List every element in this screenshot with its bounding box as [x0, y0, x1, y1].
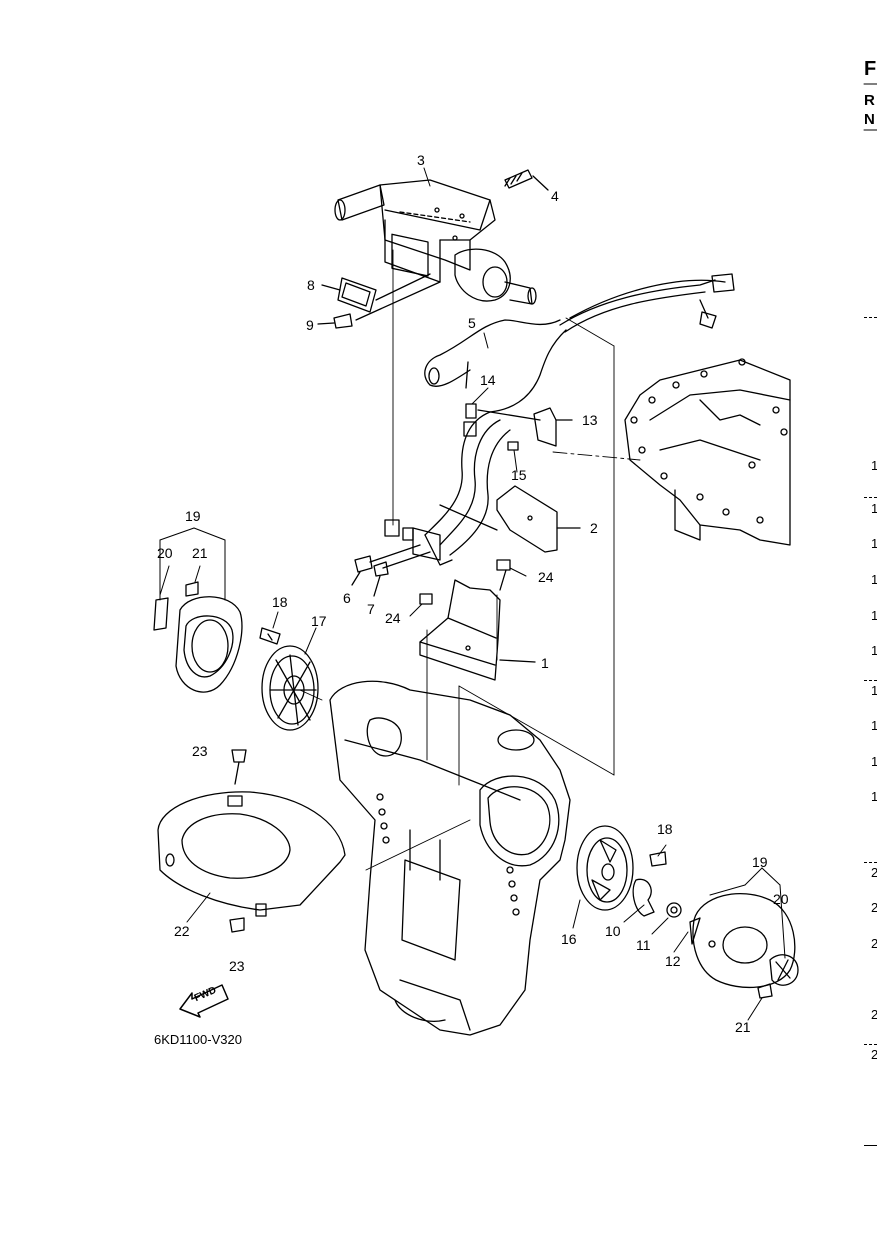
edge-divider	[864, 1044, 877, 1045]
edge-divider	[864, 497, 877, 498]
edge-divider	[864, 680, 877, 681]
callout-9: 9	[306, 317, 314, 333]
cover-19-left	[153, 596, 243, 693]
callout-23-top: 23	[192, 743, 208, 759]
edge-number: 1	[871, 718, 877, 733]
callout-17: 17	[311, 613, 327, 629]
edge-number: 1	[871, 501, 877, 516]
wire-harness	[424, 273, 735, 566]
bolt-7	[373, 561, 389, 597]
callout-20-right: 20	[773, 891, 789, 907]
bolt-24	[419, 559, 511, 605]
bolt-6	[351, 555, 373, 586]
edge-number: 1	[871, 608, 877, 623]
callout-5: 5	[468, 315, 476, 331]
callout-8: 8	[307, 277, 315, 293]
callout-12: 12	[665, 953, 681, 969]
nut-11	[666, 902, 682, 918]
screw-23-bottom	[229, 917, 245, 933]
callout-20-left: 20	[157, 545, 173, 561]
callout-4: 4	[551, 188, 559, 204]
edge-number: 2	[871, 900, 877, 915]
fwd-arrow: FWD	[178, 982, 230, 1023]
callout-21-left: 21	[192, 545, 208, 561]
callout-2: 2	[590, 520, 598, 536]
main-housing	[329, 680, 571, 1036]
bolt-9	[317, 313, 353, 329]
screw-23-top	[231, 749, 247, 785]
plate-16	[576, 825, 634, 911]
callout-23-bottom: 23	[229, 958, 245, 974]
edge-rule	[864, 1145, 877, 1146]
cover-22	[157, 791, 346, 917]
bracket-13	[533, 407, 573, 447]
key-12	[689, 917, 701, 945]
callout-19-left: 19	[185, 508, 201, 524]
screw-18-right	[649, 851, 667, 867]
callout-11: 11	[636, 937, 651, 953]
diagram-code: 6KD1100-V320	[154, 1032, 242, 1047]
edge-number: 1	[871, 683, 877, 698]
callout-24-right: 24	[538, 569, 554, 585]
callout-3: 3	[417, 152, 425, 168]
plate-17	[261, 645, 319, 731]
screw-21-left	[185, 581, 199, 597]
callout-6: 6	[343, 590, 351, 606]
callout-10: 10	[605, 923, 621, 939]
relay-block	[369, 519, 441, 569]
edge-number: 2	[871, 936, 877, 951]
edge-number: 1	[871, 458, 877, 473]
plate-2	[439, 485, 581, 553]
edge-number: 1	[871, 754, 877, 769]
screw-21-right	[757, 983, 773, 999]
gasket-8	[321, 273, 441, 321]
leader-lines	[159, 167, 786, 1021]
edge-number: 1	[871, 789, 877, 804]
callout-1: 1	[541, 655, 549, 671]
cover-19-right	[692, 892, 799, 989]
bracket-1	[419, 569, 536, 681]
callout-22: 22	[174, 923, 190, 939]
engine-block	[624, 358, 791, 546]
callout-15: 15	[511, 467, 527, 483]
callout-18-right: 18	[657, 821, 673, 837]
callout-19-right: 19	[752, 854, 768, 870]
callout-13: 13	[582, 412, 598, 428]
edge-number: 1	[871, 572, 877, 587]
callout-7: 7	[367, 601, 375, 617]
callout-16: 16	[561, 931, 577, 947]
callout-24-left: 24	[385, 610, 401, 626]
callout-21-right: 21	[735, 1019, 751, 1035]
washer-10	[632, 878, 655, 917]
page-edge-rules	[863, 83, 877, 131]
reference-lines	[299, 249, 641, 871]
edge-number: 2	[871, 1007, 877, 1022]
edge-divider	[864, 317, 877, 318]
bolt-4	[504, 169, 549, 191]
callout-18-left: 18	[272, 594, 288, 610]
clamp-14	[463, 403, 541, 437]
edge-letter-n: N	[864, 111, 875, 128]
callout-14: 14	[480, 372, 496, 388]
edge-divider	[864, 862, 877, 863]
edge-letter-r: R	[864, 92, 875, 109]
edge-number: 1	[871, 643, 877, 658]
screw-18-left	[259, 627, 281, 645]
edge-letter-f: F	[864, 58, 877, 80]
edge-number: 2	[871, 865, 877, 880]
edge-number: 1	[871, 536, 877, 551]
edge-number: 2	[871, 1047, 877, 1062]
starter-motor	[334, 179, 537, 305]
bolt-15	[507, 441, 519, 451]
